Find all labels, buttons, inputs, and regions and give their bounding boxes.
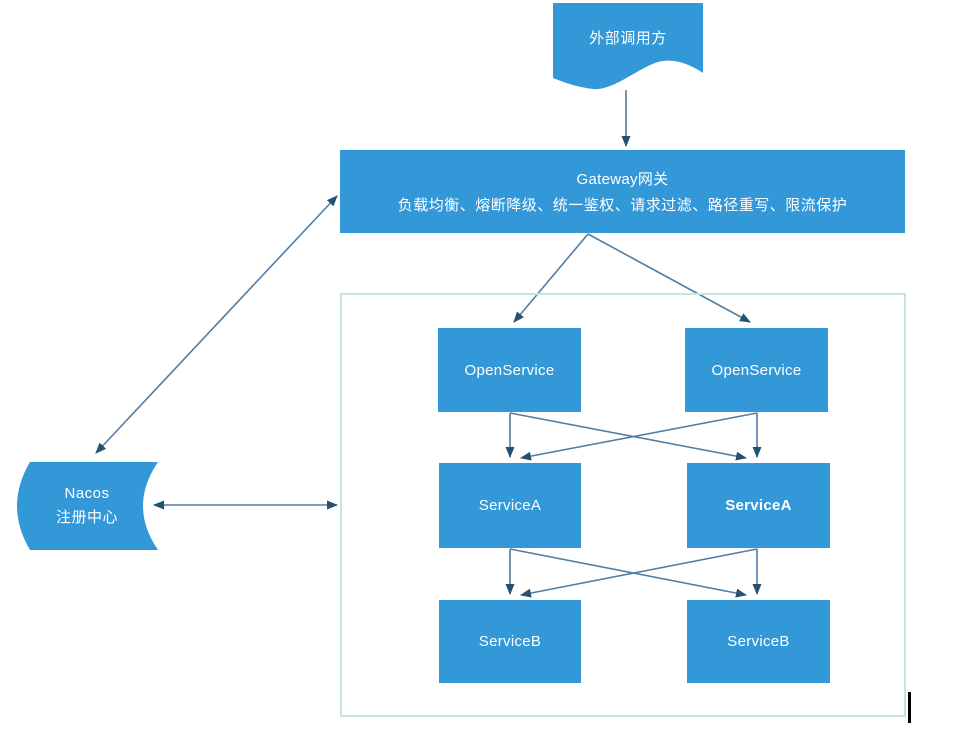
document-shape xyxy=(553,3,703,90)
gateway-node: Gateway网关 负载均衡、熔断降级、统一鉴权、请求过滤、路径重写、限流保护 xyxy=(340,150,905,233)
arrow-serviceAL-serviceBR xyxy=(509,548,747,598)
text-cursor[interactable] xyxy=(908,692,911,723)
nacos-name: Nacos xyxy=(64,485,110,502)
external-caller-text: 外部调用方 xyxy=(589,30,667,47)
service-b-left-node: ServiceB xyxy=(439,600,581,683)
open-service-left-node: OpenService xyxy=(438,328,581,412)
nacos-subtitle: 注册中心 xyxy=(55,509,118,526)
external-caller-label: 外部调用方 xyxy=(553,10,703,65)
service-b-right-node: ServiceB xyxy=(687,600,830,683)
nacos-label: Nacos 注册中心 xyxy=(22,468,152,544)
arrow-gateway-open-right xyxy=(587,233,751,323)
open-service-left-label: OpenService xyxy=(464,361,555,379)
service-a-left-label: ServiceA xyxy=(478,497,542,514)
arrow-nacos-gateway xyxy=(95,195,338,454)
service-b-left-label: ServiceB xyxy=(478,633,542,650)
gateway-title: Gateway网关 xyxy=(576,171,669,188)
arrow-openR-serviceAL xyxy=(520,412,758,461)
service-a-right-node: ServiceA xyxy=(687,463,830,548)
service-a-left-node: ServiceA xyxy=(439,463,581,548)
services-cluster xyxy=(340,293,906,717)
service-a-right-label: ServiceA xyxy=(725,497,792,514)
open-service-right-label: OpenService xyxy=(711,361,802,379)
stored-data-shape xyxy=(17,462,158,550)
gateway-subtitle: 负载均衡、熔断降级、统一鉴权、请求过滤、路径重写、限流保护 xyxy=(397,197,848,214)
arrow-openL-serviceAR xyxy=(509,412,747,461)
arrow-gateway-open-left xyxy=(513,233,589,323)
service-b-right-label: ServiceB xyxy=(727,633,790,650)
open-service-right-node: OpenService xyxy=(685,328,828,412)
arrow-serviceAR-serviceBL xyxy=(520,548,758,598)
